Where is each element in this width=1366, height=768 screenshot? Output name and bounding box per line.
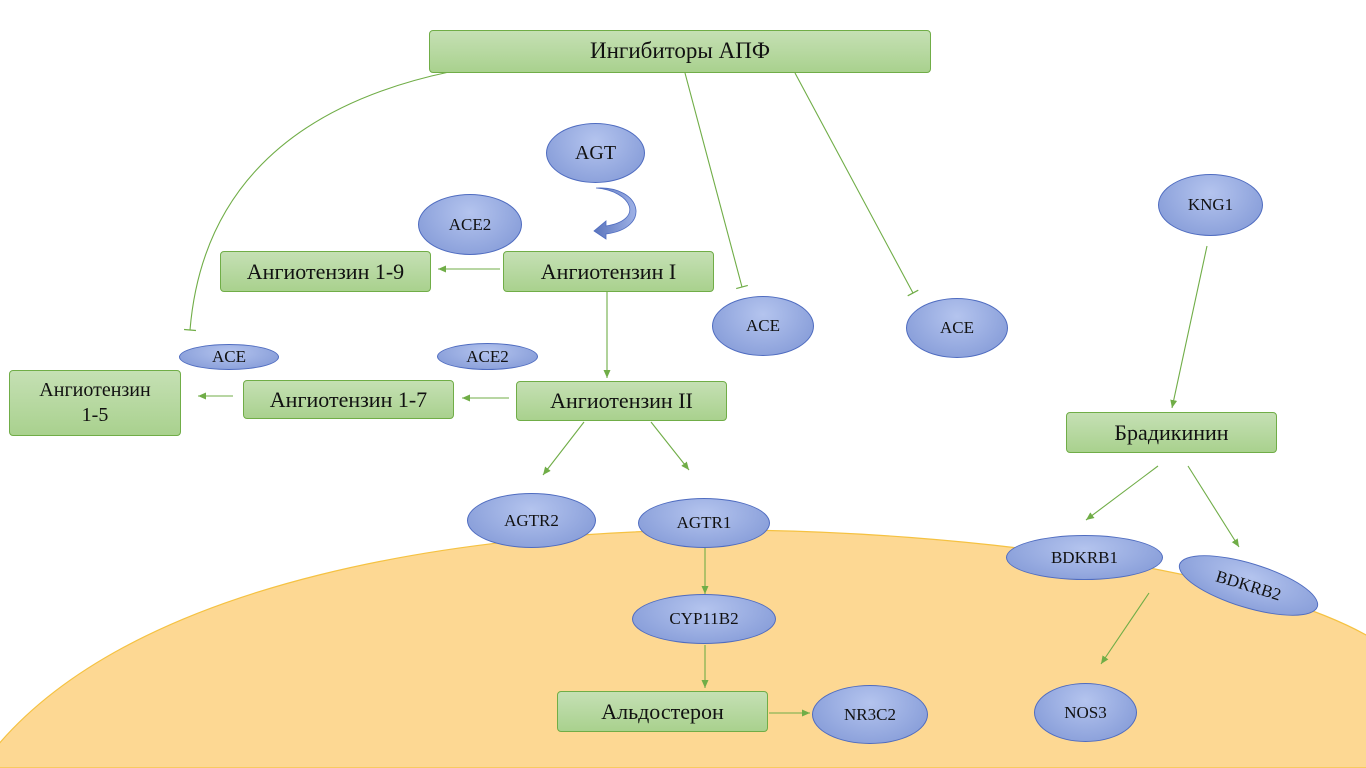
node-angiotensin-1-7: Ангиотензин 1-7 xyxy=(243,380,454,419)
node-nr3c2: NR3C2 xyxy=(812,685,928,744)
arrow-bdkrb1-to-nos3 xyxy=(1100,592,1150,665)
arrow-bradykinin-to-bdkrb1 xyxy=(1085,465,1159,521)
node-agtr1: AGTR1 xyxy=(638,498,770,548)
node-cyp11b2: CYP11B2 xyxy=(632,594,776,644)
node-agtr2: AGTR2 xyxy=(467,493,596,548)
node-ace2-top: ACE2 xyxy=(418,194,522,255)
node-ace-inhibitors: Ингибиторы АПФ xyxy=(429,30,931,73)
inhibit-line-ace-mid xyxy=(684,72,748,290)
node-angiotensin-2: Ангиотензин II xyxy=(516,381,727,421)
node-angiotensin-1-5: Ангиотензин 1-5 xyxy=(9,370,181,436)
node-ace2-small: ACE2 xyxy=(437,343,538,370)
arrow-bradykinin-to-bdkrb2 xyxy=(1187,465,1240,548)
node-angiotensin-1: Ангиотензин I xyxy=(503,251,714,292)
node-ace-right: ACE xyxy=(906,298,1008,358)
inhibit-line-ace-small xyxy=(183,71,450,332)
inhibit-line-ace-right xyxy=(794,72,919,297)
curved-arrow-icon xyxy=(593,187,637,240)
node-bdkrb1: BDKRB1 xyxy=(1006,535,1163,580)
node-ace-small: ACE xyxy=(179,344,279,370)
node-nos3: NOS3 xyxy=(1034,683,1137,742)
node-ace-mid: ACE xyxy=(712,296,814,356)
node-kng1: KNG1 xyxy=(1158,174,1263,236)
node-angiotensin-1-9: Ангиотензин 1-9 xyxy=(220,251,431,292)
arrow-ang2-to-agtr1 xyxy=(650,421,690,471)
cell-region xyxy=(0,529,1366,768)
node-aldosterone: Альдостерон xyxy=(557,691,768,732)
node-agt: AGT xyxy=(546,123,645,183)
arrow-kng1-to-bradykinin xyxy=(1170,245,1208,409)
arrow-ang2-to-agtr2 xyxy=(542,421,585,476)
node-bradykinin: Брадикинин xyxy=(1066,412,1277,453)
